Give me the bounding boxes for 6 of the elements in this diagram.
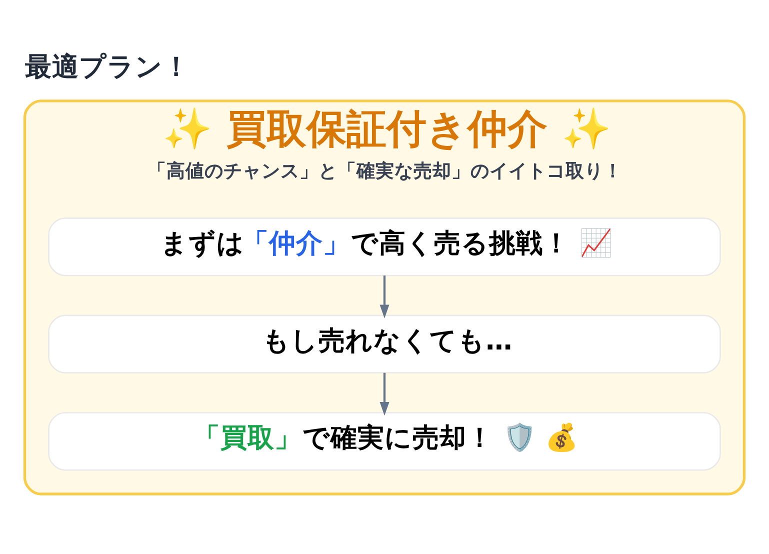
node-box: 「買取」で確実に売却！ 🛡 💰 [48, 412, 721, 470]
node-box: もし売れなくても… [48, 314, 721, 373]
arrow [380, 275, 390, 318]
node-box: まずは「仲介」で高く売る挑戦！ 📈 [48, 217, 721, 276]
arrow [380, 372, 390, 416]
diagram-title: 最適プラン！ [24, 51, 190, 82]
